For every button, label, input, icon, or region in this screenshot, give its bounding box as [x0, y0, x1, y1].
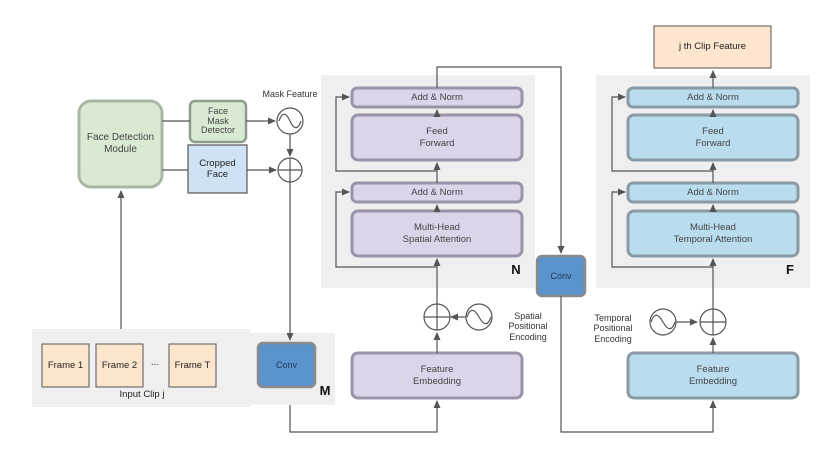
temporal-panel-label: F	[786, 262, 794, 277]
temporal-positional-wave-circle	[649, 308, 677, 336]
mask-feature-label: Mask Feature	[262, 89, 318, 99]
face-detection-module-label: Face Detection Module	[86, 132, 155, 155]
frames-ellipsis: ...	[150, 357, 160, 368]
connector-lines	[117, 66, 717, 433]
spatial-panel-label: N	[511, 262, 521, 277]
spatial-feature-embedding-label: Feature Embedding	[412, 364, 462, 387]
temporal-positional-encoding-label: Temporal Positional Encoding	[593, 313, 633, 344]
temporal-feed-forward-label: Feed Forward	[695, 126, 731, 149]
spatial-feed-forward-label: Feed Forward	[419, 126, 455, 149]
mask-feature-wave-circle	[276, 107, 304, 135]
temporal-add-norm-2-label: Add & Norm	[687, 91, 739, 103]
spatial-add-circle	[423, 303, 451, 331]
frame-1-box	[41, 343, 90, 388]
conv-m-panel-label: M	[319, 383, 331, 398]
temporal-feature-embedding-label: Feature Embedding	[688, 364, 738, 387]
cropped-face-box	[187, 144, 248, 194]
face-detection-module-box	[77, 99, 164, 189]
input-clip-label: Input Clip j	[119, 389, 165, 400]
spatial-positional-wave-circle	[465, 303, 493, 331]
frame-2-box	[95, 343, 144, 388]
frame-1-label: Frame 1	[47, 359, 84, 371]
clip-feature-output-label: j th Clip Feature	[678, 41, 747, 53]
frame-2-label: Frame 2	[101, 359, 138, 371]
mask-add-circle	[277, 157, 303, 183]
spatial-positional-encoding-label: Spatial Positional Encoding	[508, 311, 548, 342]
face-mask-detector-label: Face Mask Detector	[200, 105, 235, 136]
conv-m-box	[256, 341, 317, 389]
temporal-attention-label: Multi-Head Temporal Attention	[673, 222, 753, 245]
spatial-add-norm-2-label: Add & Norm	[411, 91, 463, 103]
spatial-add-norm-1-label: Add & Norm	[411, 186, 463, 198]
conv-mid-label: Conv	[550, 270, 572, 281]
conv-m-label: Conv	[275, 359, 297, 370]
cropped-face-label: Cropped Face	[199, 157, 236, 180]
spatial-attention-label: Multi-Head Spatial Attention	[402, 222, 472, 245]
temporal-add-circle	[699, 308, 727, 336]
frame-t-label: Frame T	[174, 359, 211, 371]
temporal-add-norm-1-label: Add & Norm	[687, 186, 739, 198]
frame-t-box	[168, 343, 217, 388]
clip-feature-output-box	[653, 25, 772, 69]
